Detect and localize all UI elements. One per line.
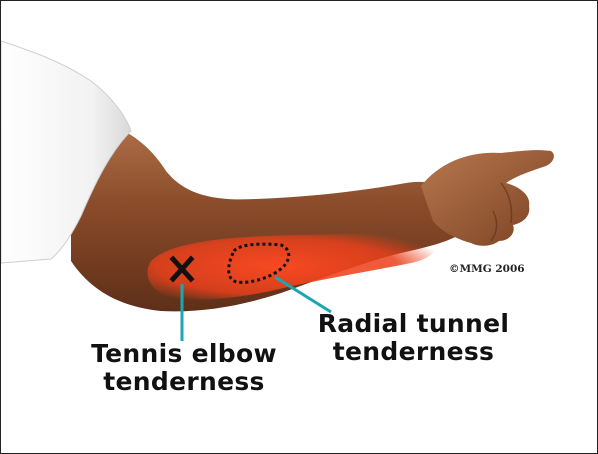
radial-label-line1: Radial tunnel: [306, 310, 521, 338]
copyright-notice: ©MMG 2006: [449, 263, 525, 275]
radial-tunnel-label: Radial tunnel tenderness: [306, 310, 521, 366]
radial-label-line2: tenderness: [306, 338, 521, 366]
tennis-label-line1: Tennis elbow: [79, 340, 289, 368]
tennis-elbow-label: Tennis elbow tenderness: [79, 340, 289, 396]
tennis-label-line2: tenderness: [79, 368, 289, 396]
